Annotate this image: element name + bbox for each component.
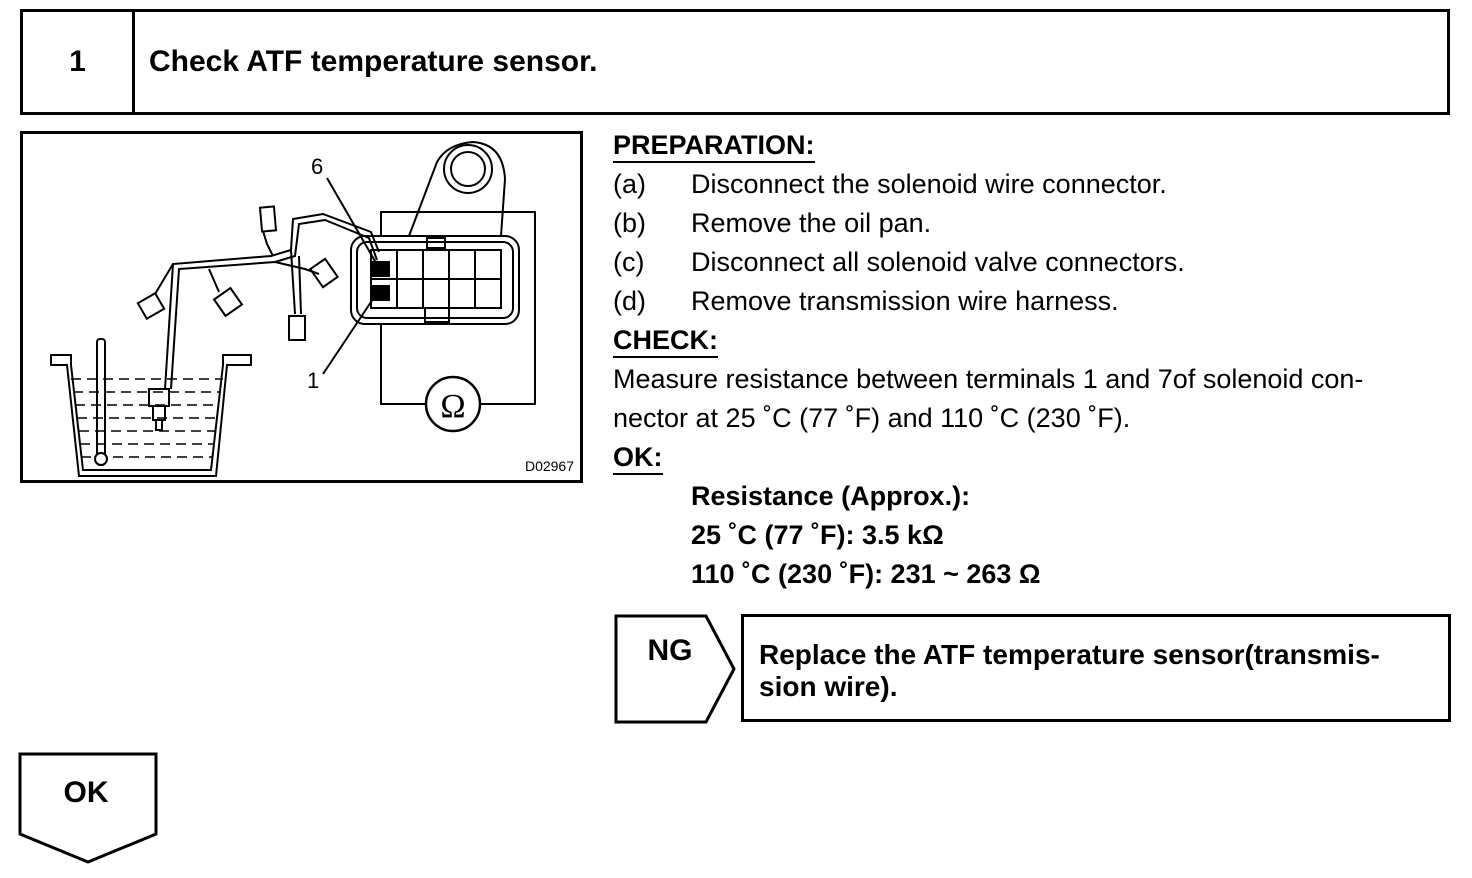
list-item: (b)Remove the oil pan. <box>613 208 932 238</box>
oil-bath-icon <box>50 354 252 477</box>
step-title: Check ATF temperature sensor. <box>149 45 598 78</box>
ng-action-text: Replace the ATF temperature sensor(trans… <box>759 639 1380 702</box>
check-line: Measure resistance between terminals 1 a… <box>613 364 1364 394</box>
list-item: (c)Disconnect all solenoid valve connect… <box>613 247 1185 277</box>
check-line: nector at 25 ˚C (77 ˚F) and 110 ˚C (230 … <box>613 403 1131 433</box>
ok-label: OK <box>63 776 109 809</box>
ng-action-box: Replace the ATF temperature sensor(trans… <box>741 614 1451 722</box>
connector-icon <box>136 205 340 341</box>
illustration-drawing: 6 1 Ω <box>50 140 536 477</box>
sensor-illustration: 6 1 Ω D02967 <box>20 131 583 483</box>
ng-label: NG <box>647 634 693 667</box>
ohmmeter-icon <box>424 375 482 433</box>
thermometer-icon <box>94 338 108 466</box>
list-item: (a)Disconnect the solenoid wire connecto… <box>613 169 1167 199</box>
callout-6: 6 <box>311 154 323 179</box>
sensor-icon <box>148 388 170 431</box>
ohm-symbol: Ω <box>440 388 465 425</box>
check-heading: CHECK: <box>613 321 1363 360</box>
step-header: 1 Check ATF temperature sensor. <box>20 9 1450 115</box>
callout-1: 1 <box>307 368 319 393</box>
ok-heading: OK: <box>613 438 1363 477</box>
spec-line: 25 ˚C (77 ˚F): 3.5 kΩ <box>691 520 944 550</box>
ok-arrow-box <box>18 752 158 864</box>
step-number: 1 <box>23 12 135 112</box>
procedure-text: PREPARATION: (a)Disconnect the solenoid … <box>613 126 1363 594</box>
preparation-heading: PREPARATION: <box>613 126 1363 165</box>
spec-line: Resistance (Approx.): <box>691 481 971 511</box>
spec-line: 110 ˚C (230 ˚F): 231 ~ 263 Ω <box>691 559 1041 589</box>
figure-id: D02967 <box>524 458 574 474</box>
solenoid-connector-icon <box>350 235 520 325</box>
ng-arrow-box <box>614 614 736 724</box>
list-item: (d)Remove transmission wire harness. <box>613 286 1119 316</box>
